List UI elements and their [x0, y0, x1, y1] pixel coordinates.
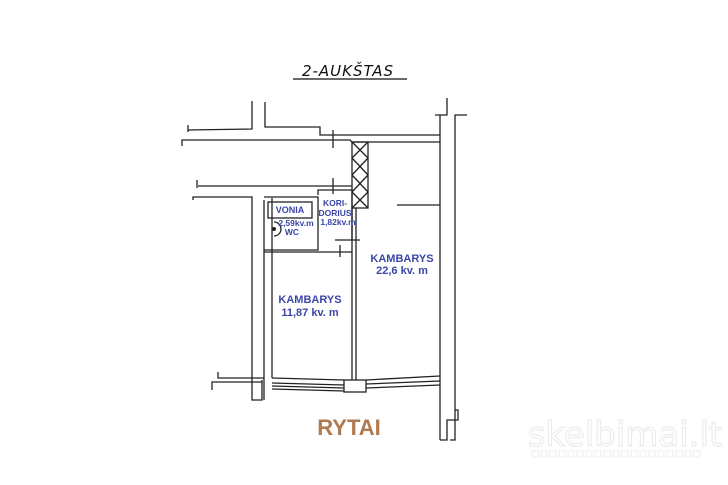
room-vonia-label: VONIA [276, 205, 305, 215]
room-koridorius-area: 1,82kv.m [320, 217, 356, 227]
orientation-label: RYTAI [317, 415, 381, 440]
toilet-icon [273, 221, 282, 237]
room-kambarys-large-label: KAMBARYS [370, 253, 433, 265]
watermark-dots [531, 450, 701, 458]
room-kambarys-large-area: 22,6 kv. m [376, 265, 428, 277]
room-wc-area: 2,59kv.m [278, 218, 314, 228]
plan-title: 2-AUKŠTAS [302, 61, 394, 80]
walls [181, 98, 467, 441]
room-koridorius-label-1: KORI- [323, 198, 347, 208]
room-kambarys-small-label: KAMBARYS [278, 294, 341, 306]
room-wc-label: WC [285, 227, 299, 237]
room-kambarys-small-area: 11,87 kv. m [281, 307, 339, 319]
room-koridorius-label-2: DORIUS [318, 208, 351, 218]
watermark: skelbimai.lt [528, 415, 723, 455]
toilet-bowl-icon [272, 227, 276, 231]
